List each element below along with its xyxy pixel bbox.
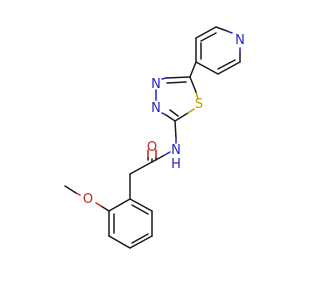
- amide-linkage: [147, 120, 177, 163]
- amide-h-label: H: [171, 157, 181, 172]
- methoxy-o-label: O: [83, 192, 93, 207]
- thiadiazole-n4-label: N: [151, 101, 161, 116]
- amide-n-label: N: [171, 143, 181, 158]
- thiadiazole-n3-label: N: [151, 77, 161, 92]
- pyridine-n-label: N: [235, 33, 245, 48]
- structure-diagram: N N N S N H O O: [64, 26, 245, 249]
- pyridine-ring: [195, 26, 241, 75]
- thiadiazole-s-label: S: [195, 97, 203, 112]
- biaryl-bond: [189, 61, 197, 78]
- carbonyl-o-label: O: [147, 140, 157, 155]
- propyl-chain: [129, 161, 153, 200]
- methoxy-group: [64, 185, 110, 212]
- benzene-ring: [108, 198, 153, 249]
- thiadiazole-ring: [155, 76, 199, 122]
- molecule-canvas: N N N S N H O O: [64, 26, 245, 249]
